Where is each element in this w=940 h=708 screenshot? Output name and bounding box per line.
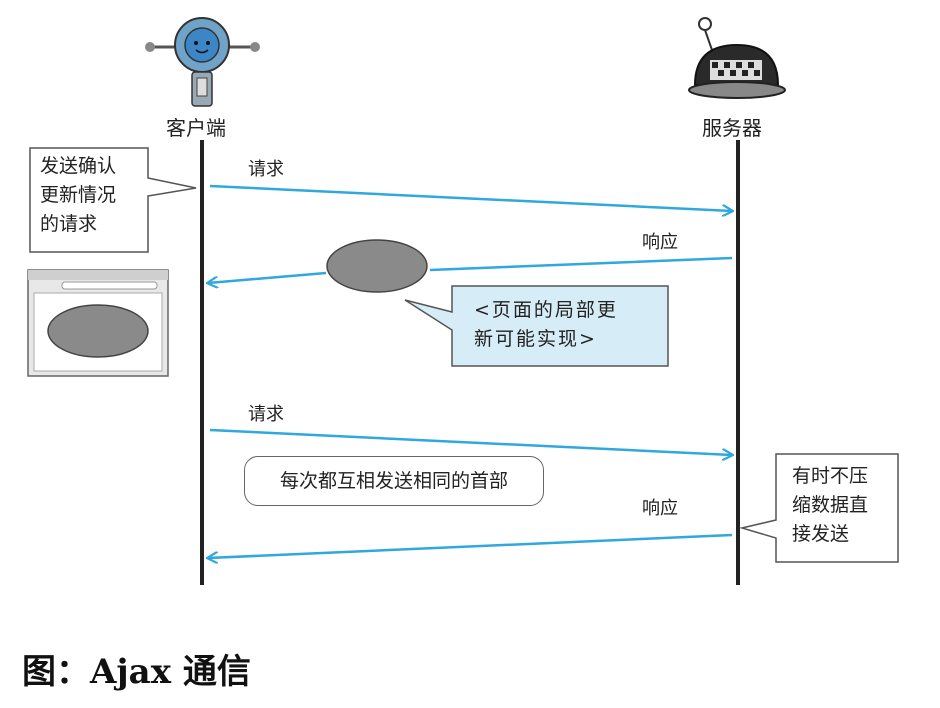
client-note-text: 发送确认 更新情况 的请求 [40,152,116,239]
request-arrow-1 [209,184,732,211]
response-arrow-2 [208,533,733,558]
partial-update-line: <页面的局部更 [474,299,618,321]
partial-data-ellipse [326,239,428,293]
client-robot-icon [145,17,260,107]
partial-update-note-text: <页面的局部更 新可能实现> [474,296,618,354]
client-note-line: 的请求 [40,213,98,235]
server-label: 服务器 [702,116,762,140]
server-note-text: 有时不压 缩数据直 接发送 [792,462,868,549]
server-note-line: 有时不压 [792,465,869,487]
request-label-1: 请求 [248,159,284,180]
server-note-box [739,453,899,563]
partial-update-note [404,285,669,367]
client-label: 客户端 [166,116,226,140]
response-arrow-1b [208,271,327,283]
figure-caption: 图：Ajax 通信 [22,652,251,692]
response-label-2: 响应 [642,498,678,519]
header-note: 每次都互相发送相同的首部 [244,456,544,506]
response-label-1: 响应 [642,232,678,253]
request-label-2: 请求 [248,404,284,425]
server-note-line: 缩数据直 [792,494,869,516]
browser-window-icon [27,269,169,377]
client-note-line: 更新情况 [40,184,117,206]
partial-update-line: 新可能实现> [474,328,597,350]
response-arrow-1a [429,256,733,272]
server-robot-icon [688,17,786,99]
client-note-box [29,147,197,253]
client-note-line: 发送确认 [40,155,117,177]
server-note-line: 接发送 [792,523,850,545]
request-arrow-2 [209,428,732,455]
